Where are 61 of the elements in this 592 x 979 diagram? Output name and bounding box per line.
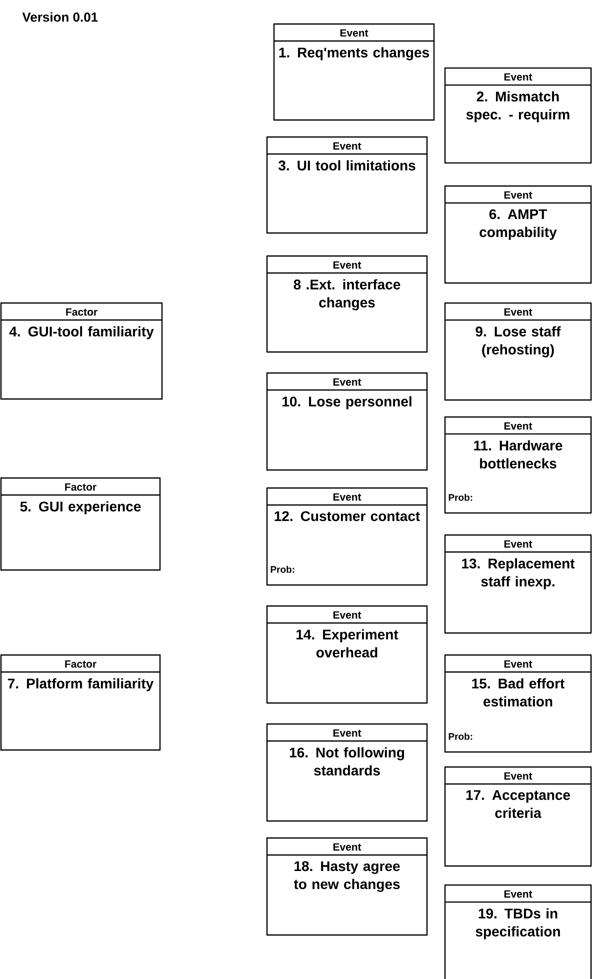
box-header: Event (333, 843, 362, 851)
box-header: Event (333, 611, 362, 619)
box-header: Event (333, 378, 362, 386)
box-header: Event (333, 261, 362, 269)
box-label: 13. Replacement staff inexp. (462, 558, 575, 590)
box-label: 6. AMPT compability (480, 209, 557, 240)
event-box (266, 372, 428, 471)
box-header: Event (504, 890, 532, 898)
box-label: 2. Mismatch spec. - requirm (466, 91, 570, 122)
box-header: Event (504, 772, 532, 780)
box-label: 11. Hardware bottlenecks (474, 440, 562, 468)
box-header: Event (504, 660, 532, 668)
factor-box (0, 302, 163, 400)
probability-label: Prob: (448, 494, 472, 501)
box-label: 15. Bad effort estimation (472, 678, 564, 706)
box-label: 16. Not following standards (290, 747, 404, 776)
event-box (444, 302, 592, 401)
box-label: 12. Customer contact (274, 511, 420, 522)
event-box (266, 255, 428, 353)
event-box (444, 654, 592, 753)
box-header: Event (333, 142, 362, 150)
box-label: 8 .Ext. interface changes (294, 279, 400, 310)
box-header: Event (340, 29, 368, 37)
event-box (266, 487, 428, 586)
event-box (266, 136, 428, 234)
box-header: Factor (66, 308, 98, 316)
box-header: Factor (65, 483, 96, 491)
box-header: Factor (65, 660, 96, 668)
event-box (273, 23, 435, 121)
box-label: 4. GUI-tool familiarity (9, 326, 154, 340)
factor-box (0, 477, 161, 571)
event-box (444, 416, 592, 514)
box-label: 17. Acceptance criteria (466, 790, 570, 818)
box-label: 18. Hasty agree to new changes (294, 861, 400, 892)
box-header: Event (504, 308, 532, 316)
box-label: 3. UI tool limitations (278, 160, 416, 170)
box-header: Event (333, 729, 362, 737)
box-header: Event (504, 540, 532, 548)
event-box (266, 837, 428, 936)
box-header: Event (504, 191, 532, 199)
version-label: Version 0.01 (22, 12, 98, 22)
probability-label: Prob: (448, 732, 472, 740)
event-box (444, 534, 592, 634)
event-box (444, 185, 592, 284)
event-box (444, 67, 592, 164)
factor-box (0, 654, 161, 751)
box-label: 1. Req'ments changes (279, 47, 429, 60)
event-box (444, 766, 592, 867)
probability-label: Prob: (270, 566, 294, 573)
box-header: Event (333, 493, 362, 501)
box-label: 7. Platform familiarity (8, 678, 154, 692)
box-label: 5. GUI experience (20, 501, 141, 514)
event-box (444, 884, 592, 979)
box-header: Event (504, 73, 532, 81)
box-label: 10. Lose personnel (282, 396, 412, 410)
box-header: Event (504, 422, 532, 430)
box-label: 19. TBDs in specification (476, 908, 560, 940)
event-box (266, 605, 428, 704)
event-box (266, 723, 428, 822)
box-label: 14. Experiment overhead (296, 629, 398, 658)
box-label: 9. Lose staff (rehosting) (476, 326, 561, 358)
